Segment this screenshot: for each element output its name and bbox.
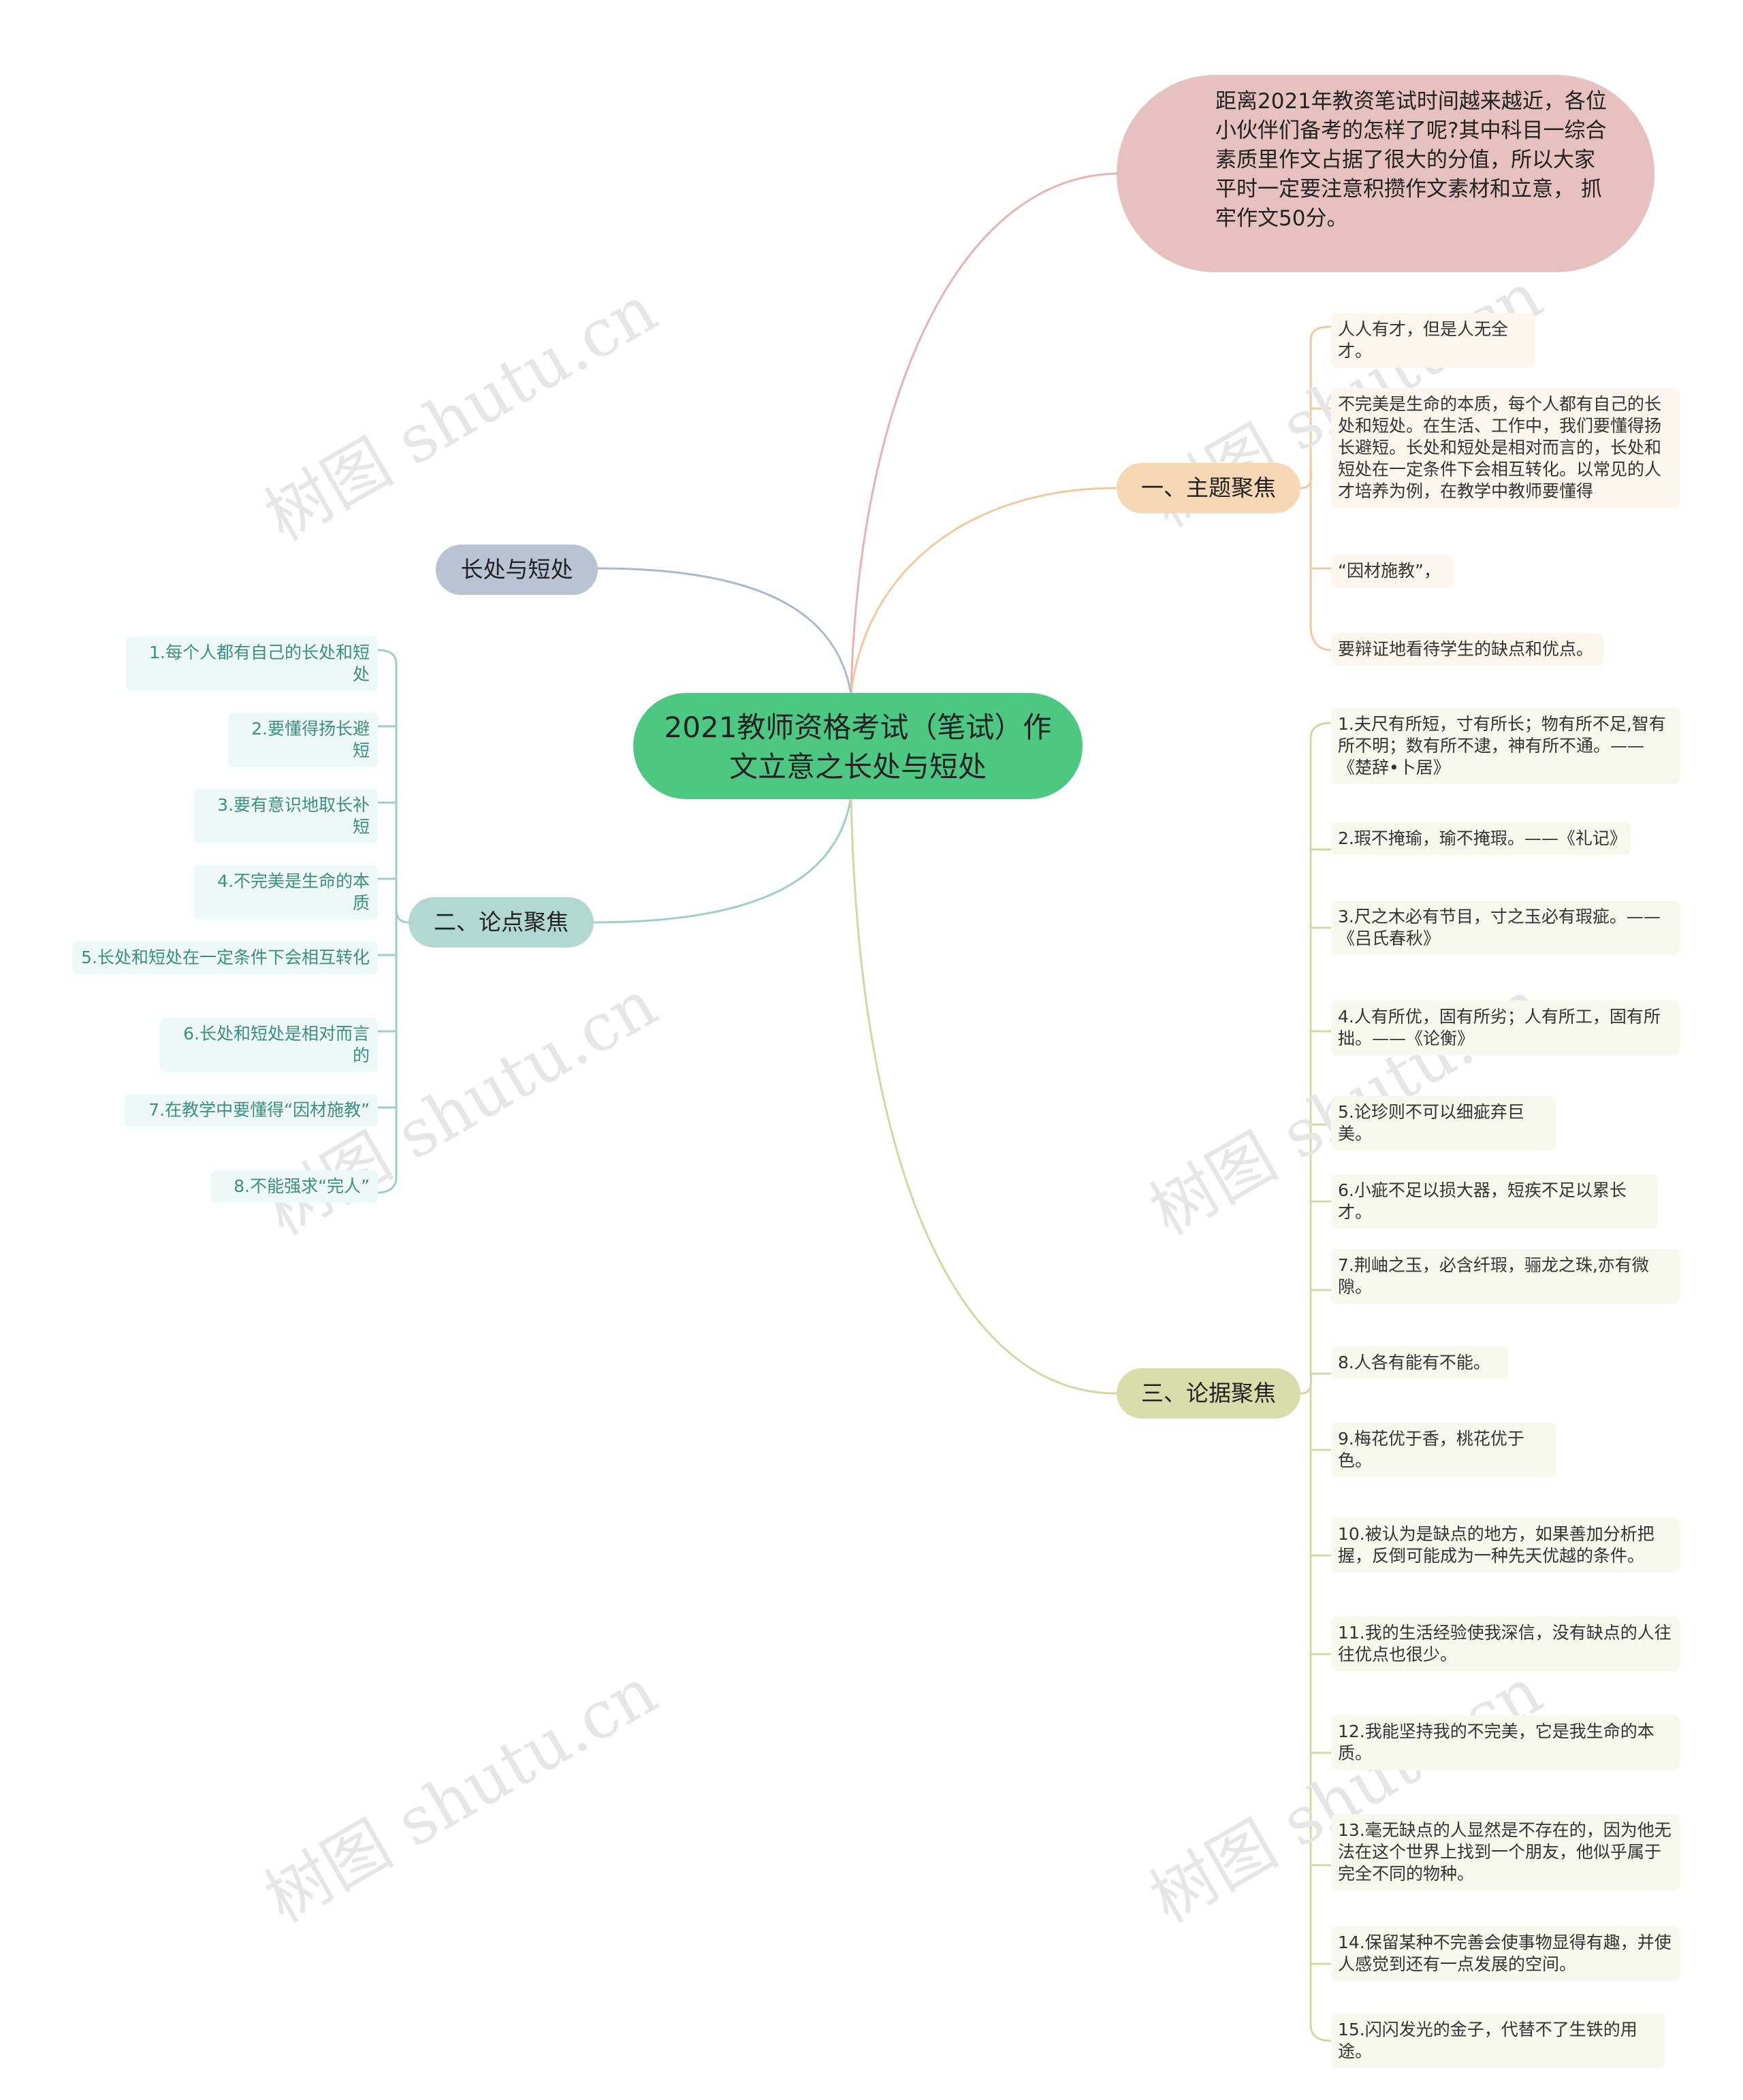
evidence-item[interactable]: 2.瑕不掩瑜，瑜不掩瑕。——《礼记》 — [1331, 822, 1631, 855]
evidence-item[interactable]: 6.小疵不足以损大器，短疾不足以累长才。 — [1331, 1174, 1658, 1229]
args-bracket — [377, 649, 409, 1194]
evidence-bracket — [1300, 722, 1332, 2042]
link-long-short — [597, 567, 852, 695]
argument-item[interactable]: 2.要懂得扬长避短 — [228, 713, 378, 767]
evidence-item[interactable]: 4.人有所优，固有所劣；人有所工，固有所拙。——《论衡》 — [1331, 1001, 1680, 1055]
branch-topic-focus[interactable]: 一、主题聚焦 — [1117, 463, 1300, 513]
evidence-item[interactable]: 3.尺之木必有节目，寸之玉必有瑕疵。——《吕氏春秋》 — [1331, 901, 1680, 955]
intro-node[interactable]: 距离2021年教资笔试时间越来越近，各位小伙伴们备考的怎样了呢?其中科目一综合素… — [1117, 75, 1654, 272]
central-topic-node[interactable]: 2021教师资格考试（笔试）作文立意之长处与短处 — [633, 693, 1083, 799]
evidence-item[interactable]: 14.保留某种不完善会使事物显得有趣，并使人感觉到还有一点发展的空间。 — [1331, 1926, 1680, 1981]
evidence-item[interactable]: 10.被认为是缺点的地方，如果善加分析把握，反倒可能成为一种先天优越的条件。 — [1331, 1518, 1680, 1572]
link-args — [593, 796, 852, 924]
topic-item[interactable]: 不完美是生命的本质，每个人都有自己的长处和短处。在生活、工作中，我们要懂得扬长避… — [1331, 388, 1680, 508]
evidence-item[interactable]: 9.梅花优于香，桃花优于色。 — [1331, 1423, 1556, 1477]
topic-item[interactable]: “因材施教”， — [1331, 555, 1454, 587]
argument-item[interactable]: 8.不能强求“完人” — [211, 1170, 378, 1203]
topic-item[interactable]: 要辩证地看待学生的缺点和优点。 — [1331, 633, 1603, 666]
evidence-item[interactable]: 12.我能坚持我的不完美，它是我生命的本质。 — [1331, 1715, 1680, 1770]
link-evidence — [850, 796, 1117, 1395]
evidence-item[interactable]: 11.我的生活经验使我深信，没有缺点的人往往优点也很少。 — [1331, 1617, 1680, 1671]
topic-bracket — [1300, 325, 1332, 651]
argument-item[interactable]: 4.不完美是生命的本质 — [194, 865, 378, 920]
evidence-item[interactable]: 7.荆岫之玉，必含纤瑕，骊龙之珠,亦有微隙。 — [1331, 1249, 1680, 1304]
link-topic — [850, 487, 1117, 695]
argument-item[interactable]: 1.每个人都有自己的长处和短处 — [126, 636, 378, 691]
branch-evidence-focus[interactable]: 三、论据聚焦 — [1117, 1368, 1300, 1419]
evidence-item[interactable]: 15.闪闪发光的金子，代替不了生铁的用途。 — [1331, 2014, 1665, 2068]
evidence-item[interactable]: 13.毫无缺点的人显然是不存在的，因为他无法在这个世界上找到一个朋友，他似乎属于… — [1331, 1814, 1680, 1890]
evidence-item[interactable]: 1.夫尺有所短，寸有所长；物有所不足,智有所不明；数有所不逮，神有所不通。——《… — [1331, 708, 1680, 784]
link-intro — [850, 172, 1117, 695]
evidence-item[interactable]: 8.人各有能有不能。 — [1331, 1346, 1508, 1379]
evidence-item[interactable]: 5.论珍则不可以细疵弃巨美。 — [1331, 1096, 1556, 1150]
branch-argument-focus[interactable]: 二、论点聚焦 — [409, 897, 594, 948]
argument-item[interactable]: 3.要有意识地取长补短 — [194, 789, 378, 843]
argument-item[interactable]: 7.在教学中要懂得“因材施教” — [125, 1094, 378, 1127]
argument-item[interactable]: 5.长处和短处在一定条件下会相互转化 — [73, 941, 378, 974]
argument-item[interactable]: 6.长处和短处是相对而言的 — [160, 1018, 378, 1072]
branch-strengths-weaknesses[interactable]: 长处与短处 — [436, 545, 598, 595]
topic-item[interactable]: 人人有才，但是人无全才。 — [1331, 313, 1535, 368]
